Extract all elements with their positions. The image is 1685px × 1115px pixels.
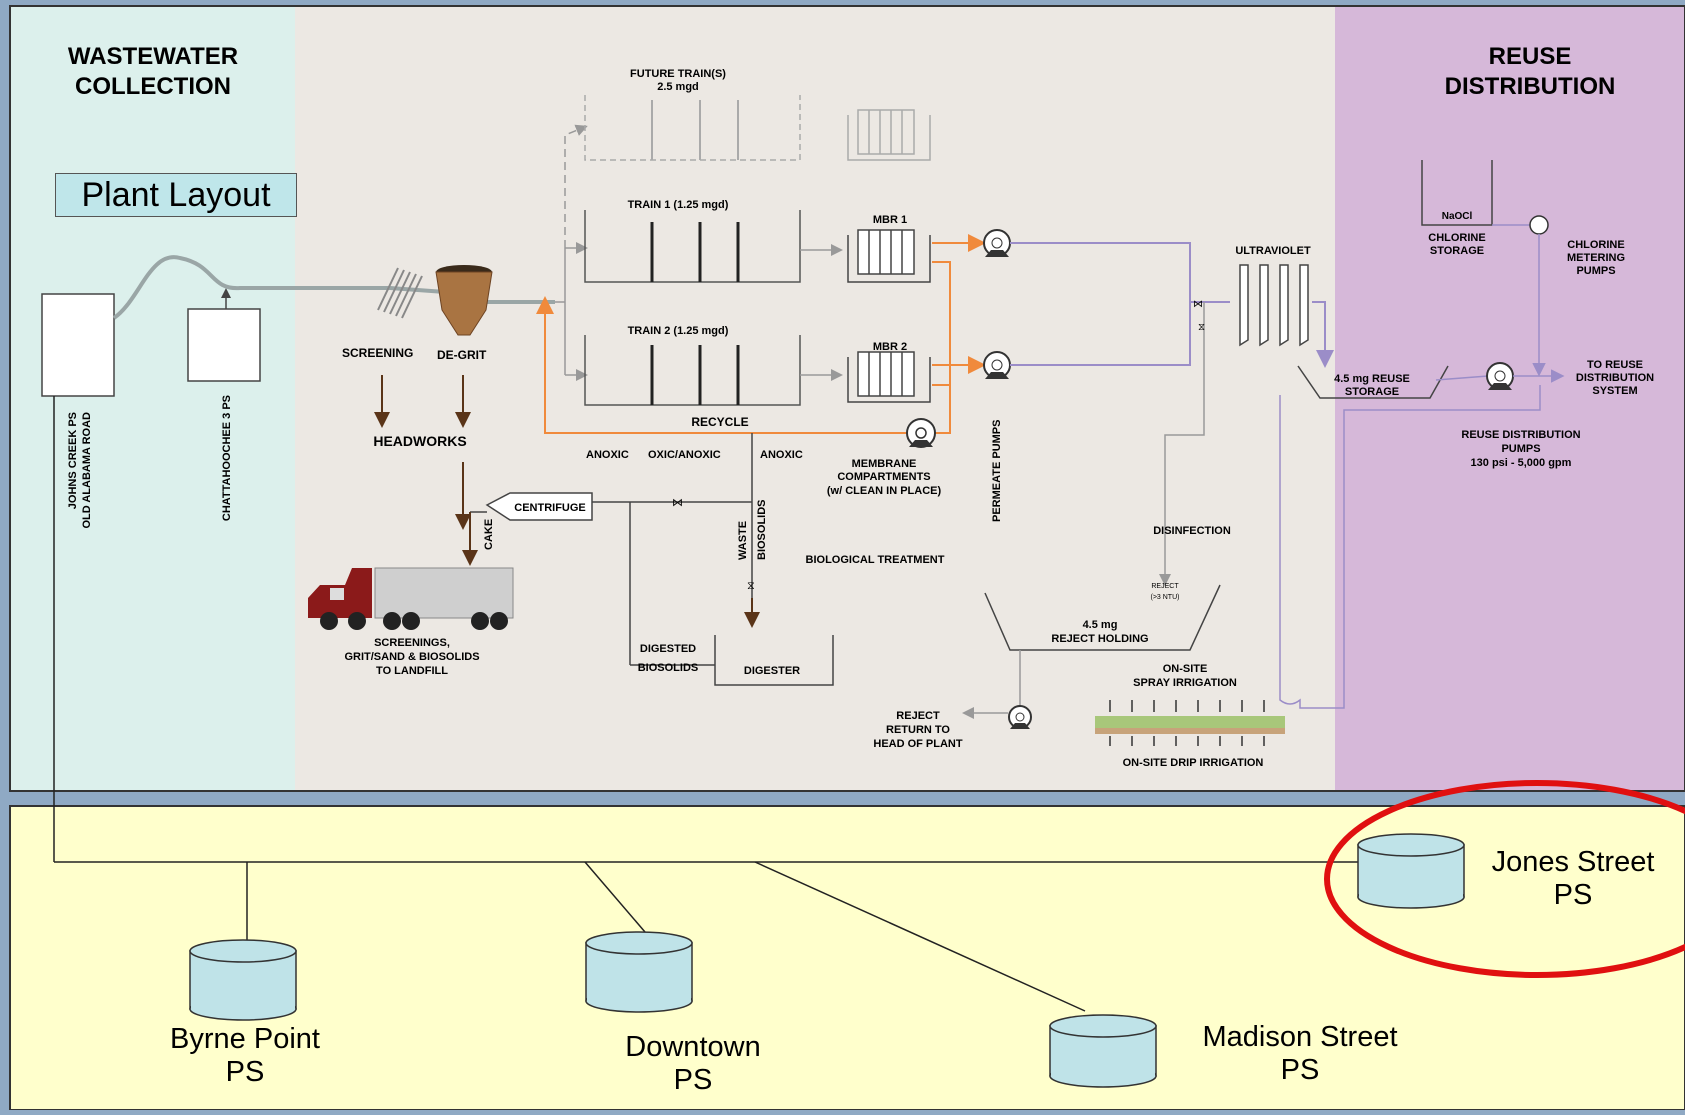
- future-trains-label-2: 2.5 mgd: [657, 81, 699, 93]
- disinfection-label: DISINFECTION: [1153, 525, 1231, 537]
- reuse-pumps-label-2: PUMPS: [1501, 443, 1540, 455]
- screening-label: SCREENING: [342, 346, 413, 360]
- digested-label-1: DIGESTED: [640, 643, 696, 655]
- chlorine-pump-icon: [1530, 216, 1548, 234]
- oxic-anoxic-label: OXIC/ANOXIC: [648, 449, 721, 461]
- membrane-label-1: MEMBRANE: [852, 458, 917, 470]
- drip-label: ON-SITE DRIP IRRIGATION: [1123, 757, 1264, 769]
- collection-title-1: WASTEWATER: [68, 43, 238, 70]
- byrne-point-ps: PS: [135, 1056, 355, 1089]
- reuse-pumps-label-1: REUSE DISTRIBUTION: [1461, 429, 1580, 441]
- reuse-storage-label-2: STORAGE: [1345, 386, 1399, 398]
- membrane-pump-icon: [907, 419, 935, 447]
- chlorine-pumps-label-2: METERING: [1567, 252, 1625, 264]
- naocl-label: NaOCl: [1442, 211, 1473, 222]
- future-trains-label-1: FUTURE TRAIN(S): [630, 68, 726, 80]
- to-reuse-label-2: DISTRIBUTION: [1576, 372, 1654, 384]
- jones-street-tank: [1358, 834, 1464, 908]
- chlorine-storage-label-2: STORAGE: [1430, 245, 1484, 257]
- anoxic-label-2: ANOXIC: [760, 449, 803, 461]
- digested-label-2: BIOSOLIDS: [638, 662, 699, 674]
- cake-label: CAKE: [483, 519, 495, 550]
- chlorine-pumps-label-3: PUMPS: [1576, 265, 1615, 277]
- byrne-point-tank: [190, 940, 296, 1020]
- reuse-pump-icon: [1487, 363, 1513, 390]
- reject-return-label-3: HEAD OF PLANT: [873, 738, 963, 750]
- madison-street-ps: PS: [1170, 1054, 1430, 1087]
- reuse-pumps-label-3: 130 psi - 5,000 gpm: [1471, 457, 1572, 469]
- downtown-label: Downtown PS: [583, 1031, 803, 1097]
- to-reuse-label-3: SYSTEM: [1592, 385, 1637, 397]
- downtown-name: Downtown: [583, 1031, 803, 1064]
- screenings-label-1: SCREENINGS,: [374, 637, 450, 649]
- spray-label-2: SPRAY IRRIGATION: [1133, 677, 1237, 689]
- jones-street-label: Jones Street PS: [1468, 846, 1678, 912]
- sludge-valve-icon: ⋈: [672, 497, 683, 509]
- downtown-ps: PS: [583, 1064, 803, 1097]
- screenings-label-3: TO LANDFILL: [376, 665, 448, 677]
- jones-street-name: Jones Street: [1468, 846, 1678, 879]
- plant-layout-label: Plant Layout: [55, 173, 297, 217]
- recycle-label: RECYCLE: [691, 415, 748, 429]
- spray-label-1: ON-SITE: [1163, 663, 1208, 675]
- headworks-label: HEADWORKS: [373, 433, 466, 449]
- permeate-pump-1-icon: [984, 230, 1010, 257]
- reject-ntu-label-2: (>3 NTU): [1151, 594, 1180, 601]
- train1-label: TRAIN 1 (1.25 mgd): [628, 199, 729, 211]
- mbr1-label: MBR 1: [873, 214, 907, 226]
- reject-return-label-2: RETURN TO: [886, 724, 950, 736]
- chattahoochee-label: CHATTAHOOCHEE 3 PS: [221, 395, 233, 521]
- johns-creek-label-2: OLD ALABAMA ROAD: [81, 412, 93, 529]
- membrane-label-3: (w/ CLEAN IN PLACE): [827, 485, 942, 497]
- valve-2-icon: ⧖: [1198, 322, 1205, 333]
- byrne-point-label: Byrne Point PS: [135, 1023, 355, 1089]
- biosolids-label: BIOSOLIDS: [756, 499, 768, 560]
- byrne-point-name: Byrne Point: [135, 1023, 355, 1056]
- reuse-title-2: DISTRIBUTION: [1445, 73, 1616, 100]
- downtown-tank: [586, 932, 692, 1012]
- valve-1-icon: ⋈: [1193, 299, 1203, 310]
- madison-street-label: Madison Street PS: [1170, 1021, 1430, 1087]
- reject-holding-label-1: 4.5 mg: [1083, 619, 1118, 631]
- ultraviolet-label: ULTRAVIOLET: [1235, 245, 1311, 257]
- chlorine-pumps-label-1: CHLORINE: [1567, 239, 1624, 251]
- screenings-label-2: GRIT/SAND & BIOSOLIDS: [344, 651, 479, 663]
- centrifuge-label: CENTRIFUGE: [514, 502, 586, 514]
- to-reuse-label-1: TO REUSE: [1587, 359, 1643, 371]
- anoxic-label-1: ANOXIC: [586, 449, 629, 461]
- reject-return-label-1: REJECT: [896, 710, 940, 722]
- collection-zone: [10, 6, 295, 791]
- reject-ntu-label-1: REJECT: [1151, 583, 1179, 590]
- waste-label: WASTE: [737, 521, 749, 560]
- permeate-pump-2-icon: [984, 352, 1010, 379]
- madison-street-tank: [1050, 1015, 1156, 1087]
- johns-creek-label-1: JOHNS CREEK PS: [67, 412, 79, 509]
- train2-label: TRAIN 2 (1.25 mgd): [628, 325, 729, 337]
- reuse-title-1: REUSE: [1489, 43, 1572, 70]
- reject-pump-icon: [1009, 706, 1031, 729]
- waste-valve-icon: ⧖: [747, 580, 755, 592]
- mbr2-label: MBR 2: [873, 341, 907, 353]
- johns-creek-ps-box: [42, 294, 114, 396]
- reject-holding-label-2: REJECT HOLDING: [1051, 633, 1148, 645]
- membrane-label-2: COMPARTMENTS: [837, 471, 930, 483]
- biological-treatment-label: BIOLOGICAL TREATMENT: [806, 554, 945, 566]
- permeate-pumps-label: PERMEATE PUMPS: [991, 420, 1003, 522]
- digester-label: DIGESTER: [744, 665, 800, 677]
- madison-street-name: Madison Street: [1170, 1021, 1430, 1054]
- degrit-label: DE-GRIT: [437, 348, 487, 362]
- chlorine-storage-label-1: CHLORINE: [1428, 232, 1485, 244]
- jones-street-ps: PS: [1468, 879, 1678, 912]
- reuse-storage-label-1: 4.5 mg REUSE: [1334, 373, 1410, 385]
- chattahoochee-ps-box: [188, 309, 260, 381]
- collection-title-2: COLLECTION: [75, 73, 231, 100]
